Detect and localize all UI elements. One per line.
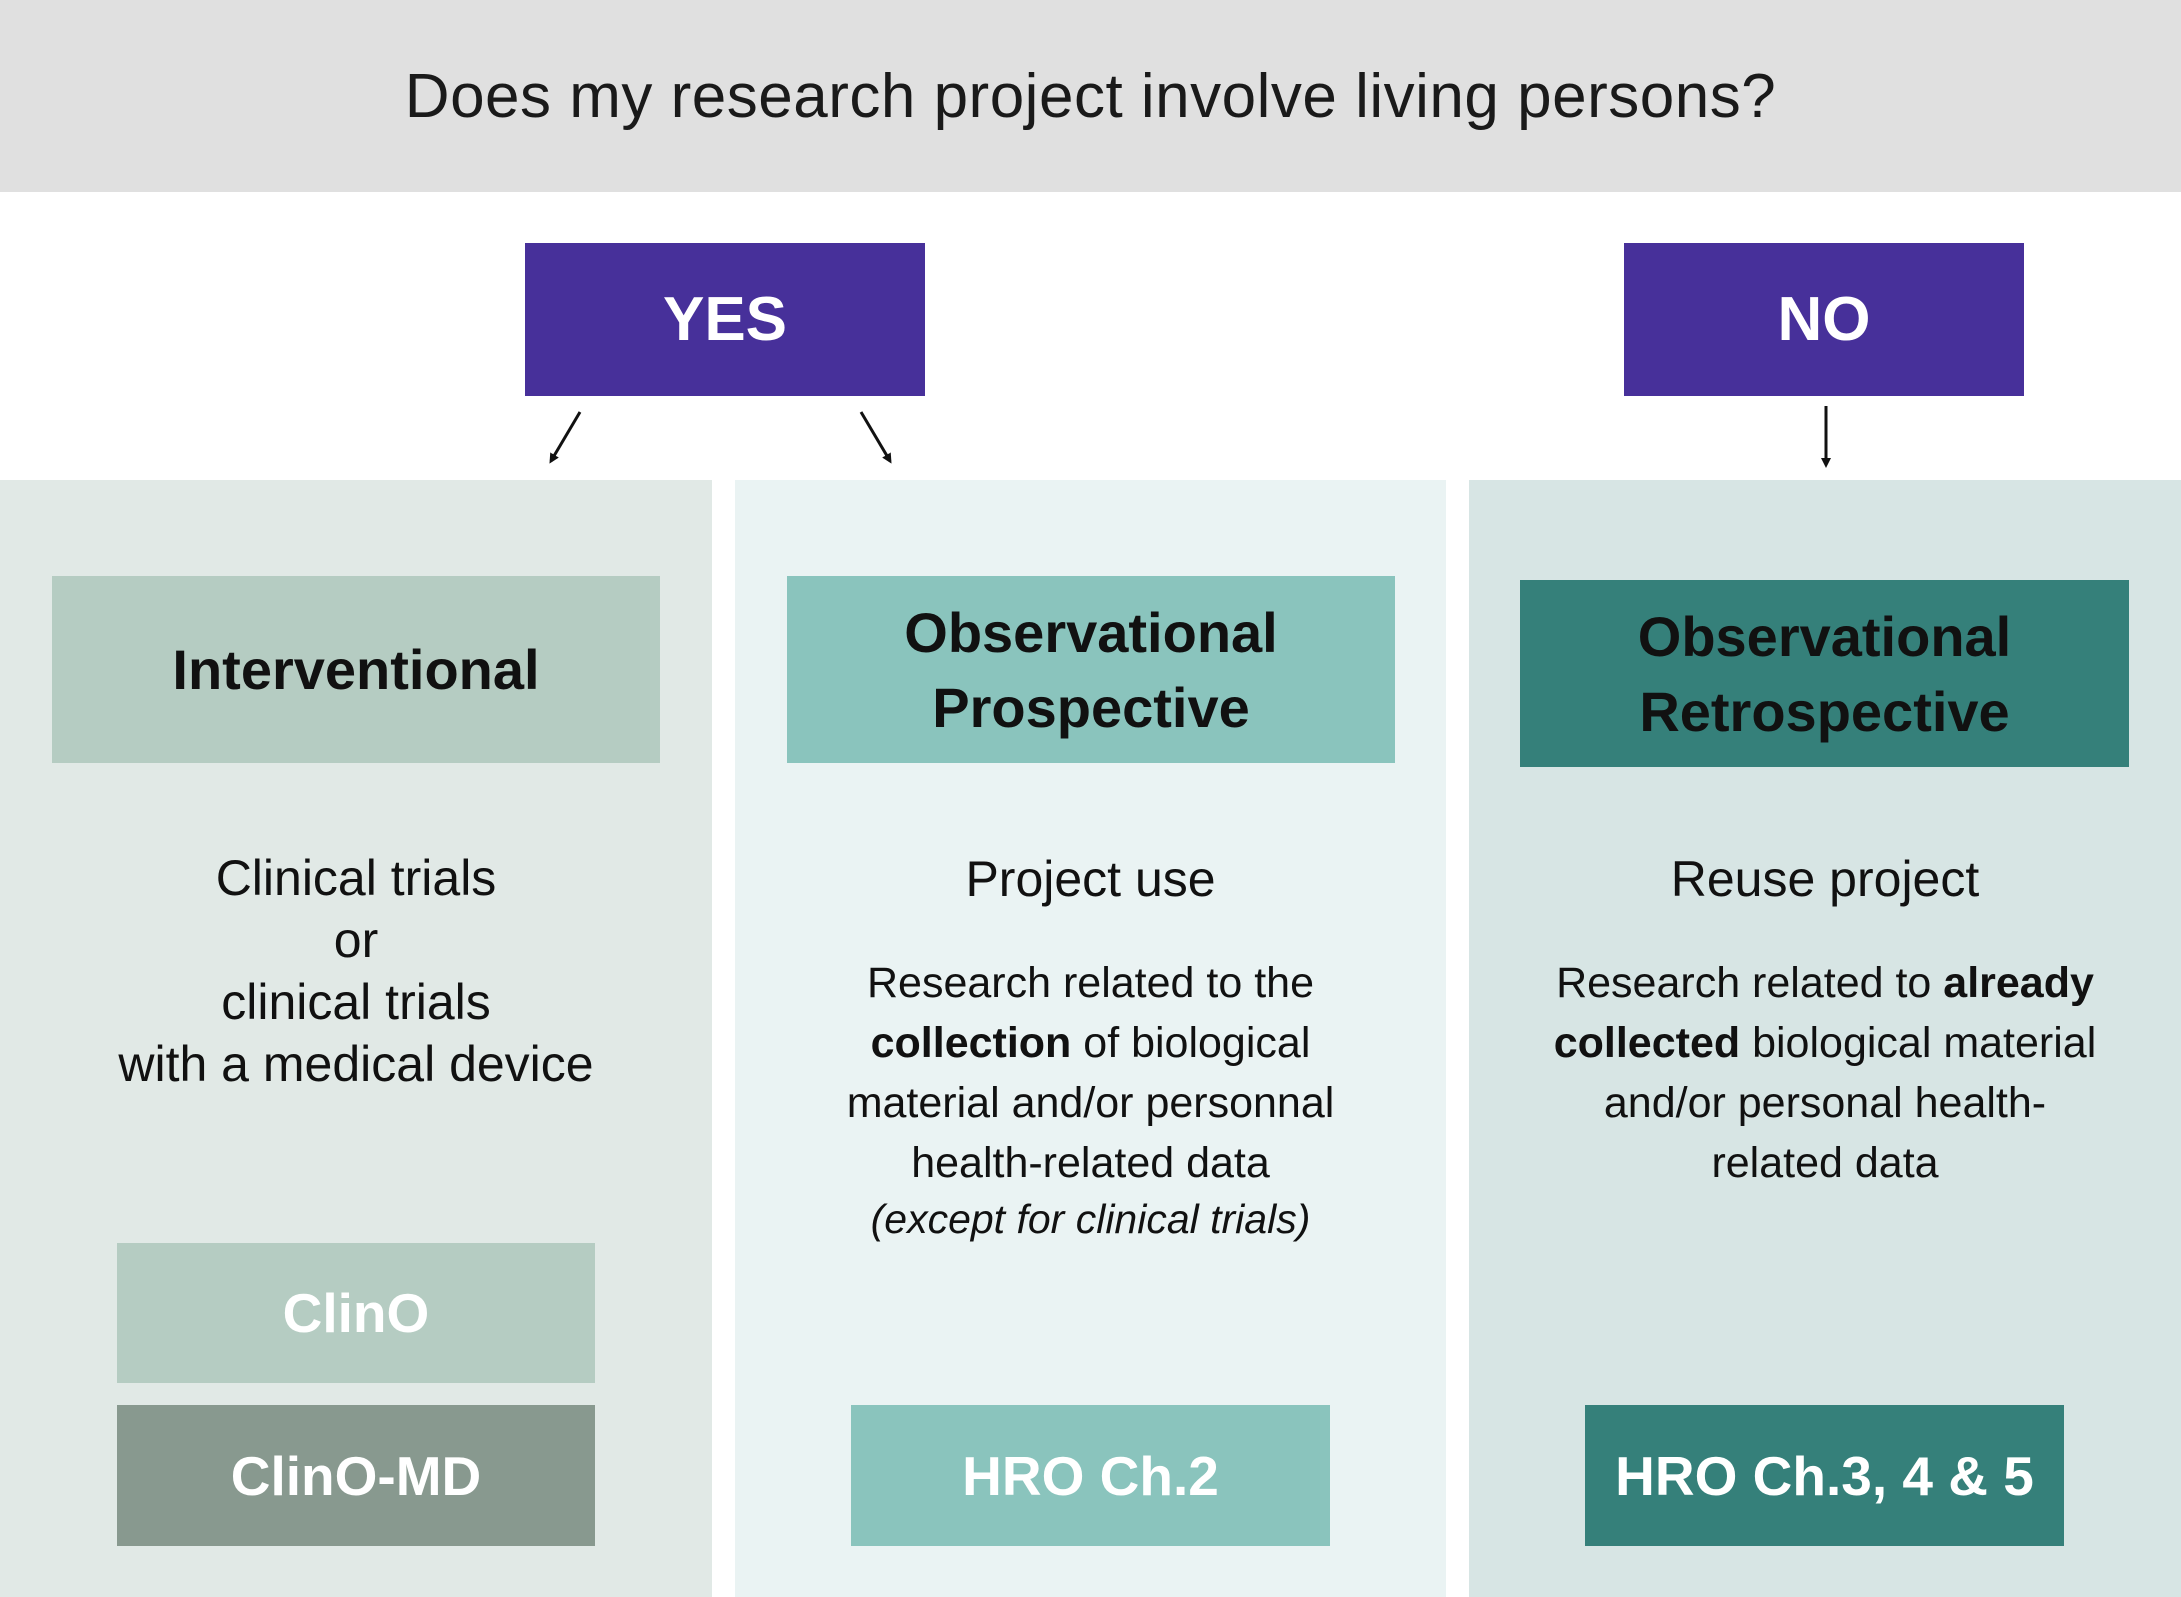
description-line: health-related data [911, 1139, 1270, 1187]
description-line: collection of biological [735, 1013, 1446, 1073]
exception-note: (except for clinical trials) [870, 1196, 1311, 1242]
retrospective-subtitle: Reuse project [1469, 848, 2181, 910]
law-hro-ch2: HRO Ch.2 [851, 1405, 1330, 1546]
prospective-title-line: Observational [904, 600, 1278, 664]
no-label: NO [1777, 285, 1871, 354]
yes-box: YES [525, 243, 925, 396]
description-fragment: of biological [1071, 1019, 1311, 1067]
prospective-title-line: Prospective [932, 675, 1250, 739]
retrospective-title: Observational Retrospective [1520, 580, 2129, 767]
law-clino-md-label: ClinO-MD [230, 1444, 482, 1507]
description-line: with a medical device [118, 1036, 594, 1092]
law-hro-ch2-label: HRO Ch.2 [962, 1444, 1219, 1507]
retrospective-title-line: Retrospective [1639, 679, 2010, 743]
law-clino-label: ClinO [282, 1282, 430, 1344]
column-prospective: Observational Prospective Project use Re… [735, 480, 1446, 1597]
yes-label: YES [662, 285, 788, 354]
arrow-to-interventional [549, 411, 582, 464]
already-emphasis: already [1943, 959, 2094, 1007]
interventional-title-text: Interventional [172, 638, 540, 701]
collected-emphasis: collected [1553, 1019, 1741, 1067]
description-line: related data [1711, 1139, 1939, 1187]
law-clino: ClinO [117, 1243, 595, 1383]
description-line: and/or personal health- [1603, 1079, 2047, 1127]
column-interventional: Interventional Clinical trials or clinic… [0, 480, 712, 1597]
interventional-description: Clinical trials or clinical trials with … [0, 847, 712, 1095]
question-header: Does my research project involve living … [0, 0, 2181, 192]
prospective-title: Observational Prospective [787, 576, 1395, 763]
column-retrospective: Observational Retrospective Reuse projec… [1469, 480, 2181, 1597]
prospective-subtitle: Project use [735, 848, 1446, 910]
description-fragment: biological material [1740, 1019, 2097, 1067]
question-text: Does my research project involve living … [404, 61, 1777, 131]
description-line: material and/or personnal [846, 1079, 1335, 1127]
reuse-project-label: Reuse project [1670, 851, 1980, 907]
law-clino-md: ClinO-MD [117, 1405, 595, 1546]
arrow-to-prospective [859, 411, 892, 464]
description-line: Research related to the [867, 959, 1314, 1007]
description-line: collected biological material [1469, 1013, 2181, 1073]
description-fragment: Research related to [1556, 959, 1944, 1007]
description-line: (except for clinical trials) [735, 1193, 1446, 1245]
retrospective-description: Research related to already collected bi… [1469, 953, 2181, 1193]
interventional-title: Interventional [52, 576, 660, 763]
description-line: Clinical trials [215, 850, 497, 906]
description-line: clinical trials [221, 974, 491, 1030]
description-line: Research related to already [1469, 953, 2181, 1013]
no-box: NO [1624, 243, 2024, 396]
prospective-description: Research related to the collection of bi… [735, 953, 1446, 1245]
law-hro-ch345-label: HRO Ch.3, 4 & 5 [1615, 1444, 2034, 1507]
collection-emphasis: collection [870, 1019, 1072, 1067]
project-use-label: Project use [965, 851, 1216, 907]
retrospective-title-line: Observational [1637, 604, 2012, 668]
description-line: or [333, 912, 379, 968]
law-hro-ch345: HRO Ch.3, 4 & 5 [1585, 1405, 2064, 1546]
